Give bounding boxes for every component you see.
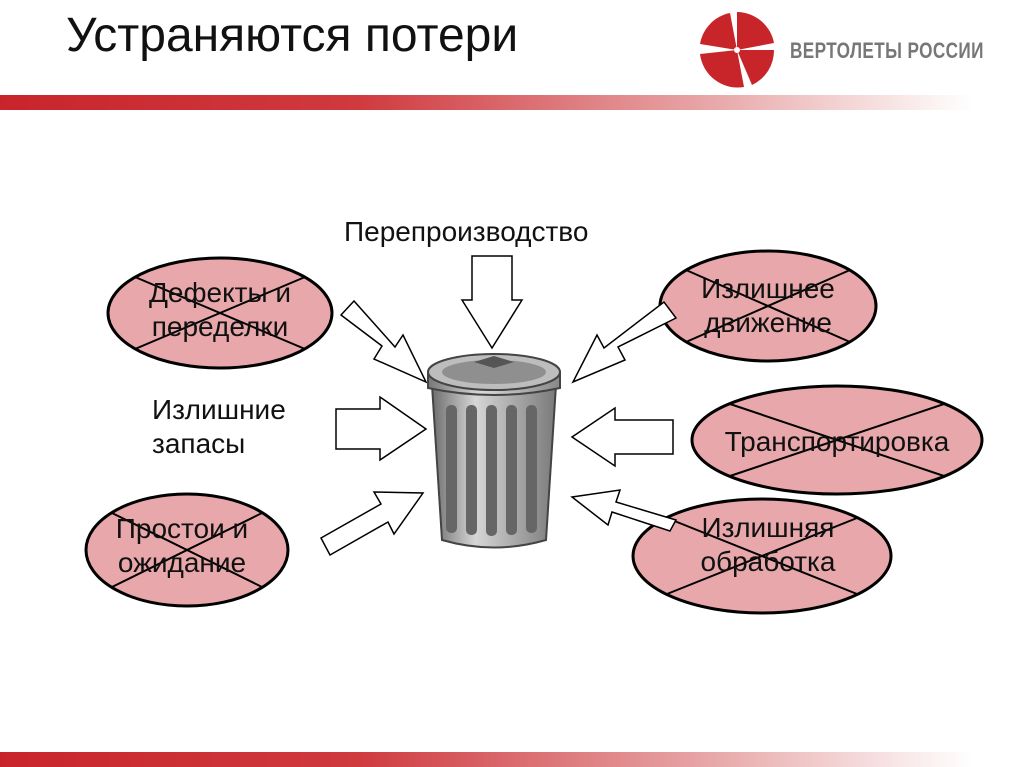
label-inventory: Излишние запасы [152, 393, 286, 461]
label-defects-line2: переделки [151, 311, 289, 342]
trash-can-icon [427, 353, 561, 549]
brand-name: ВЕРТОЛЕТЫ РОССИИ [790, 38, 984, 63]
ellipse-waiting [84, 492, 290, 608]
label-motion: Излишнее движение [678, 272, 858, 340]
label-waiting-line1: Простои и [115, 513, 249, 544]
label-inventory-line2: запасы [152, 428, 246, 459]
label-overprocessing-line1: Излишняя [701, 512, 835, 543]
ellipse-defects [106, 256, 334, 370]
label-motion-line2: движение [704, 307, 832, 338]
ellipse-transport [690, 384, 984, 496]
brand-logo-icon [700, 12, 775, 88]
arrow-mid-right [570, 406, 674, 468]
label-inventory-line1: Излишние [152, 394, 286, 425]
arrow-top [460, 255, 524, 350]
label-defects-line1: Дефекты и [148, 277, 292, 308]
label-overprocessing-line2: обработка [700, 546, 836, 577]
label-transport: Транспортировка [724, 426, 950, 457]
arrow-mid-left [335, 395, 428, 462]
label-waiting-line2: ожидание [117, 547, 247, 578]
arrow-lower-right [570, 489, 678, 532]
label-defects: Дефекты и переделки [130, 276, 310, 344]
label-waiting: Простои и ожидание [92, 512, 272, 580]
slide-title: Устраняются потери [66, 9, 519, 62]
arrow-upper-right [571, 300, 678, 384]
ellipse-overprocessing [631, 497, 893, 615]
label-motion-line1: Излишнее [701, 273, 835, 304]
label-overprocessing: Излишняя обработка [678, 511, 858, 579]
arrow-upper-left [339, 299, 428, 384]
header-divider [0, 95, 1024, 110]
label-overproduction: Перепроизводство [344, 216, 589, 247]
footer-divider [0, 752, 1024, 767]
arrow-lower-left [319, 491, 425, 557]
